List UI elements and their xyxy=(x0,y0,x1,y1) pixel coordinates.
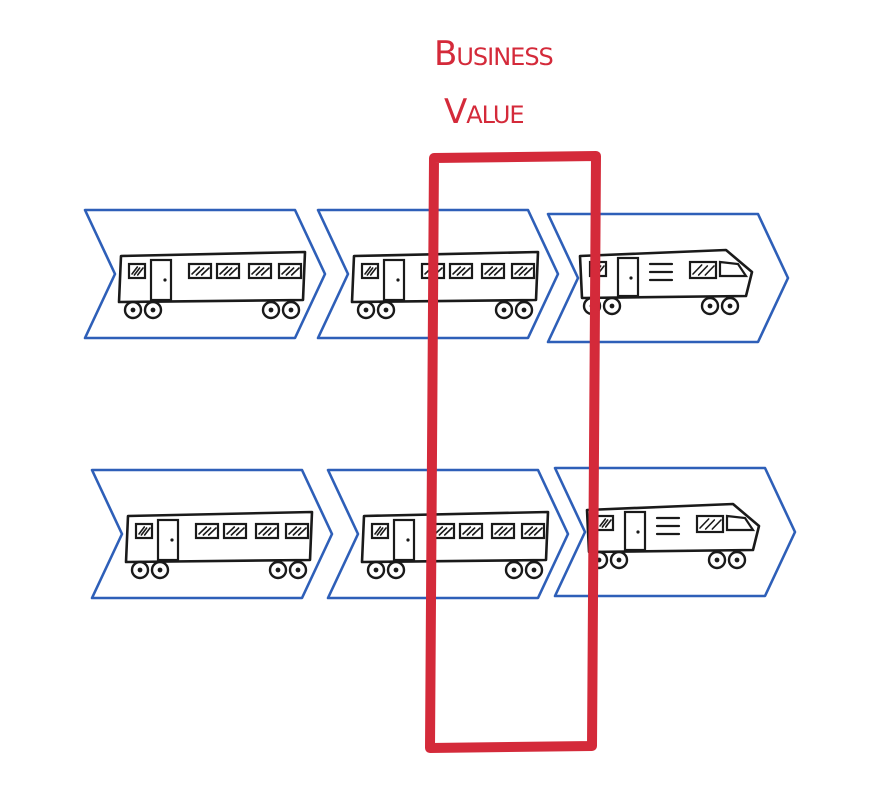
cab-window xyxy=(718,260,749,278)
wheel-hub xyxy=(521,307,527,313)
passenger-car-row2-slot1 xyxy=(90,468,334,600)
wheel-hub xyxy=(511,567,517,573)
vent-grille xyxy=(648,262,674,282)
window-hatching xyxy=(494,526,513,536)
wheel-hub xyxy=(295,567,301,573)
door xyxy=(616,256,640,298)
window-hatching xyxy=(374,526,387,536)
wheel-hub xyxy=(609,303,615,309)
window-hatching xyxy=(599,518,612,528)
door xyxy=(392,518,416,562)
wheel-hub xyxy=(393,567,399,573)
door xyxy=(382,258,406,302)
chevron-arrow xyxy=(83,208,327,340)
wheel-hub xyxy=(150,307,156,313)
locomotive-row2-slot3 xyxy=(553,466,797,598)
window-hatching xyxy=(281,266,300,276)
business-value-title-line-1: Business xyxy=(434,34,554,74)
door xyxy=(156,518,180,562)
door-handle xyxy=(396,278,400,282)
wheel-hub xyxy=(734,557,740,563)
wheel-hub xyxy=(268,307,274,313)
door-handle xyxy=(629,276,633,280)
door-handle xyxy=(170,538,174,542)
chevron-arrow xyxy=(90,468,334,600)
window-hatching xyxy=(191,266,210,276)
locomotive-row1-slot3 xyxy=(546,212,790,344)
chevron-arrow xyxy=(326,468,570,600)
window-hatching xyxy=(138,526,151,536)
business-value-highlight-box xyxy=(425,151,601,753)
passenger-car-row1-slot2 xyxy=(316,208,560,340)
window-hatching xyxy=(219,266,238,276)
window-hatching xyxy=(258,526,277,536)
cab-window xyxy=(725,514,756,532)
window-hatching xyxy=(484,266,503,276)
chevron-arrow xyxy=(546,212,790,344)
window-hatching xyxy=(699,518,722,530)
wheel-hub xyxy=(363,307,369,313)
window-hatching xyxy=(462,526,481,536)
wheel-hub xyxy=(275,567,281,573)
window-hatching xyxy=(524,526,543,536)
wheel-hub xyxy=(714,557,720,563)
wheel-hub xyxy=(727,303,733,309)
door-handle xyxy=(636,530,640,534)
passenger-car-row1-slot1 xyxy=(83,208,327,340)
wheel-hub xyxy=(373,567,379,573)
wheel-hub xyxy=(616,557,622,563)
window-hatching xyxy=(288,526,307,536)
wheel-hub xyxy=(157,567,163,573)
chevron-arrow xyxy=(316,208,560,340)
window-hatching xyxy=(198,526,217,536)
window-hatching xyxy=(452,266,471,276)
window-hatching xyxy=(692,264,715,276)
window-hatching xyxy=(131,266,144,276)
business-value-title-line-2: Value xyxy=(444,92,525,132)
wheel-hub xyxy=(531,567,537,573)
vent-grille xyxy=(655,516,681,536)
wheel-hub xyxy=(707,303,713,309)
window-hatching xyxy=(364,266,377,276)
door-handle xyxy=(406,538,410,542)
wheel-hub xyxy=(137,567,143,573)
door xyxy=(623,510,647,552)
window-hatching xyxy=(514,266,533,276)
passenger-car-row2-slot2 xyxy=(326,468,570,600)
door-handle xyxy=(163,278,167,282)
wheel-hub xyxy=(130,307,136,313)
window-hatching xyxy=(226,526,245,536)
door xyxy=(149,258,173,302)
chevron-arrow xyxy=(553,466,797,598)
wheel-hub xyxy=(288,307,294,313)
wheel-hub xyxy=(501,307,507,313)
wheel-hub xyxy=(383,307,389,313)
window-hatching xyxy=(251,266,270,276)
